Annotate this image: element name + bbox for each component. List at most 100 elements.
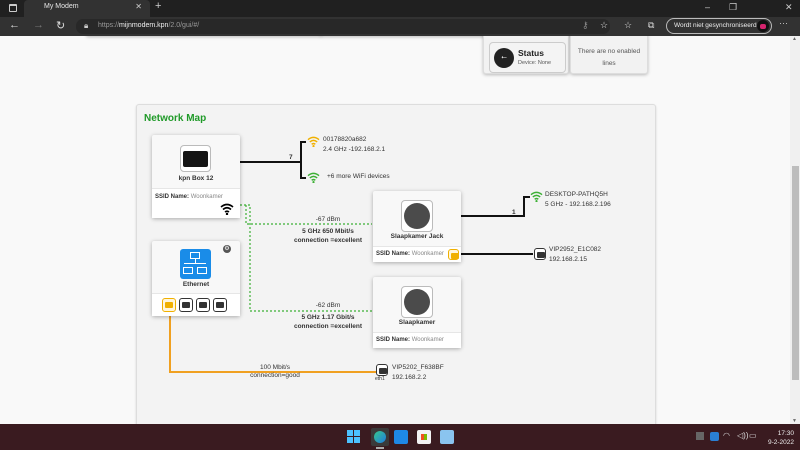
scrollbar-thumb[interactable] (792, 166, 799, 380)
tab-close-icon[interactable]: ✕ (135, 2, 142, 11)
taskbar (0, 424, 800, 450)
ethernet-icon (180, 249, 211, 279)
jack-band-rate: 5 GHz 650 Mbit/s (302, 228, 354, 235)
extender-ssid: SSID Name: Woonkamer (376, 251, 444, 257)
wifi-client-name[interactable]: 00178820a682 (323, 136, 367, 143)
router-card[interactable]: kpn Box 12 SSID Name: Woonkamer (152, 135, 240, 218)
extender-name: Slaapkamer Jack (390, 233, 444, 240)
store-icon[interactable] (417, 430, 431, 444)
lock-icon[interactable]: 🔒︎ (84, 21, 89, 30)
close-window-button[interactable]: ✕ (785, 2, 793, 12)
ethernet-port-1[interactable] (162, 298, 176, 312)
router-icon (180, 145, 211, 172)
slaapkamer-quality: connection =excellent (293, 323, 363, 330)
collections-icon[interactable]: ⧉ (648, 20, 655, 30)
jack-client-count: 1 (512, 209, 516, 216)
wifi-signal-icon (307, 172, 320, 183)
add-favorite-icon[interactable]: ☆ (600, 20, 609, 30)
url-text[interactable]: https://mijnmodem.kpn/2.0/gui/#/ (98, 22, 200, 29)
router-ssid: SSID Name: Woonkamer (155, 194, 223, 200)
tab-my-modem[interactable]: My Modem ✕ (24, 0, 150, 17)
battery-icon[interactable]: ▭ (749, 431, 757, 440)
favorites-icon[interactable]: ☆ (624, 20, 633, 30)
ethernet-label: Ethernet (182, 281, 210, 288)
usb-status-box[interactable]: ⭠ Status Device: None (489, 42, 566, 73)
jack-rssi: -67 dBm (315, 216, 341, 223)
wifi-signal-icon (307, 136, 320, 147)
defender-icon[interactable] (710, 432, 719, 441)
ethernet-device-icon (376, 364, 388, 376)
mail-icon[interactable] (394, 430, 408, 444)
extender-eth-port[interactable] (448, 249, 459, 260)
start-icon[interactable] (347, 430, 361, 444)
navigation-bar: ← → ↻ 🔒︎ https://mijnmodem.kpn/2.0/gui/#… (0, 17, 800, 36)
volume-icon[interactable]: ◁)) (737, 431, 749, 440)
tab-actions-icon[interactable] (9, 4, 17, 12)
extender-card-slaapkamer[interactable]: Slaapkamer SSID Name: Woonkamer (373, 277, 461, 348)
ethernet-speed: 100 Mbit/s (260, 364, 290, 371)
vip5202-name[interactable]: VIP5202_F638BF (392, 364, 444, 371)
key-icon[interactable]: ⚷ (582, 20, 589, 30)
wifi-extender-icon (401, 200, 433, 232)
wifi-icon (220, 203, 234, 215)
clock-date: 9-2-2022 (767, 439, 794, 446)
network-icon[interactable]: ◠ (723, 431, 730, 440)
wifi-client-detail: 2.4 GHz -192.168.2.1 (323, 146, 386, 153)
eth-port-label: eth1 (375, 376, 385, 382)
wifi-client-count: 7 (289, 154, 293, 161)
more-menu-button[interactable]: ··· (779, 18, 788, 28)
ethernet-port-3[interactable] (196, 298, 210, 312)
jack-quality: connection =excellent (293, 237, 363, 244)
clock-time: 17:30 (777, 430, 794, 437)
scroll-down-arrow[interactable]: ▼ (792, 418, 797, 424)
page-scrollbar[interactable]: ▲ ▼ (790, 36, 800, 424)
vip5202-detail: 192.168.2.2 (392, 374, 427, 381)
wifi-extender-icon (401, 286, 433, 318)
new-tab-button[interactable]: + (155, 0, 162, 12)
clock[interactable]: 17:30 9-2-2022 (760, 429, 794, 447)
profile-sync-button[interactable]: Wordt niet gesynchroniseerd (666, 18, 772, 34)
status-title: Status (518, 48, 544, 58)
address-bar[interactable]: 🔒︎ https://mijnmodem.kpn/2.0/gui/#/ ⚷ ☆ (76, 19, 610, 34)
network-map-title: Network Map (144, 113, 207, 124)
mesh-link-slaapkamer (240, 204, 372, 312)
tab-bar: My Modem ✕ + – ❐ ✕ (0, 0, 800, 17)
extender-card-slaapkamer-jack[interactable]: Slaapkamer Jack SSID Name: Woonkamer (373, 191, 461, 262)
ethernet-quality: connection=good (250, 372, 300, 379)
edge-icon[interactable] (371, 428, 389, 449)
minimize-button[interactable]: – (705, 2, 711, 12)
slaapkamer-band-rate: 5 GHz 1.17 Gbit/s (301, 314, 355, 321)
desktop-client-name[interactable]: DESKTOP-PATHQ5H (545, 191, 608, 198)
ethernet-port-4[interactable] (213, 298, 227, 312)
ethernet-device-icon (534, 248, 546, 260)
scroll-up-arrow[interactable]: ▲ (792, 36, 797, 42)
lines-card (570, 36, 648, 74)
vip2952-detail: 192.168.2.15 (549, 256, 587, 263)
wifi-signal-icon (530, 191, 543, 202)
slaapkamer-rssi: -62 dBm (315, 302, 341, 309)
sync-label: Wordt niet gesynchroniseerd (674, 22, 757, 29)
vip2952-name[interactable]: VIP2952_E1C082 (549, 246, 602, 253)
ethernet-link (169, 315, 376, 373)
tab-title: My Modem (44, 3, 79, 10)
no-lines-text: There are no enabled lines (577, 48, 641, 67)
desktop-client-detail: 5 GHz - 192.168.2.196 (545, 201, 611, 208)
usb-icon: ⭠ (494, 48, 514, 68)
ethernet-port-2[interactable] (179, 298, 193, 312)
forward-button[interactable]: → (33, 19, 44, 31)
maximize-button[interactable]: ❐ (729, 2, 738, 12)
back-button[interactable]: ← (9, 19, 20, 31)
tray-app-icon[interactable] (696, 432, 704, 440)
port-strip (152, 293, 240, 316)
photos-icon[interactable] (440, 430, 454, 444)
ethernet-card[interactable]: ⚙ Ethernet (152, 241, 240, 316)
router-name: kpn Box 12 (178, 175, 214, 182)
more-wifi-devices-link[interactable]: +6 more WiFi devices (327, 173, 390, 180)
extender-name: Slaapkamer (398, 319, 436, 326)
jack-wifi-link (461, 196, 530, 217)
settings-icon[interactable]: ⚙ (223, 245, 231, 253)
reload-button[interactable]: ↻ (56, 20, 66, 32)
avatar (757, 20, 769, 32)
wifi-bracket (300, 141, 306, 179)
